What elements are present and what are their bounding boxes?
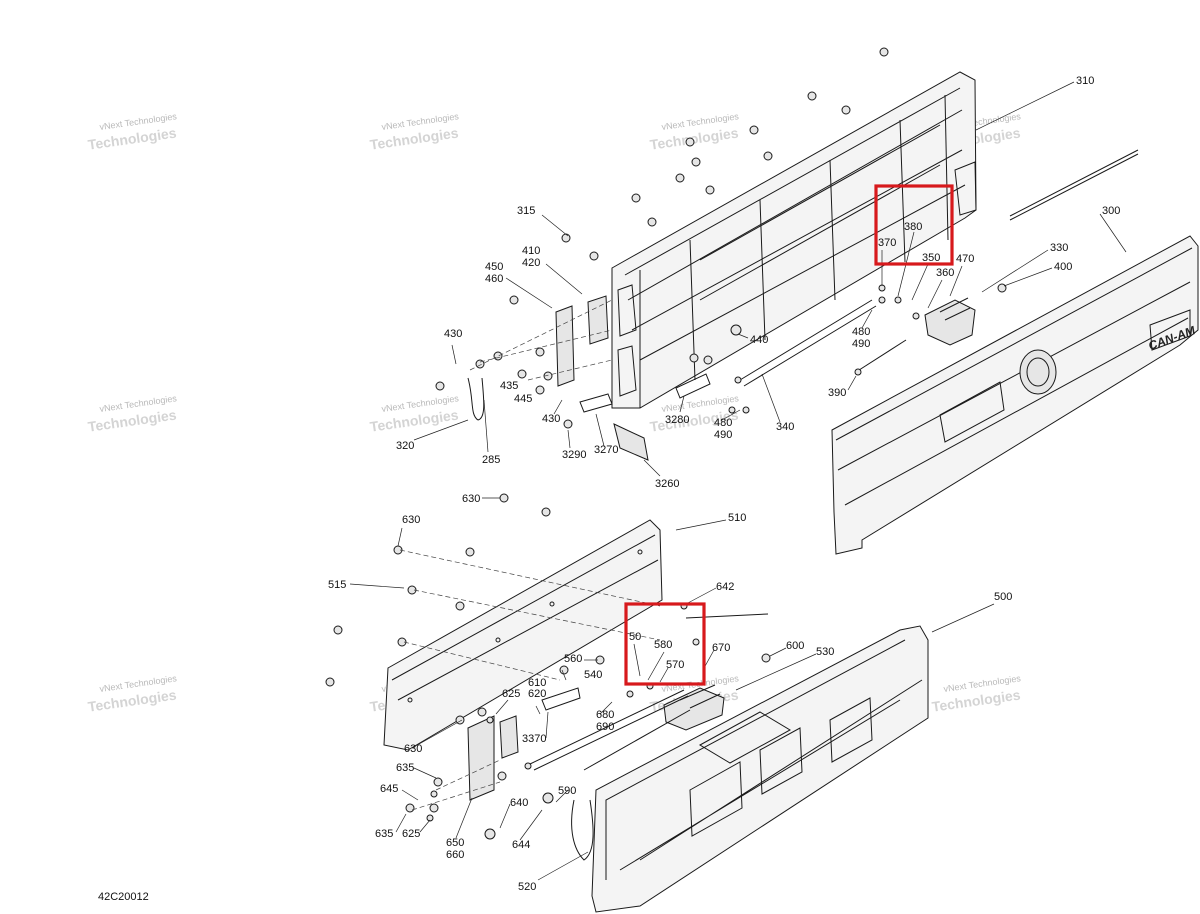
highlight-box-upper xyxy=(874,184,954,266)
callout-label: 515 xyxy=(328,579,346,591)
drawing-code: 42C20012 xyxy=(98,891,149,903)
callout-label: 370 xyxy=(878,237,896,249)
callout-label: 625 xyxy=(402,828,420,840)
callout-label: 670 xyxy=(712,642,730,654)
callout-label: 340 xyxy=(776,421,794,433)
tailgate-outer-panel: CAN-AM xyxy=(831,235,1199,555)
callout-label: 310 xyxy=(1076,75,1094,87)
callout-label: 640 xyxy=(510,797,528,809)
callout-label: 642 xyxy=(716,581,734,593)
callout-label: 3260 xyxy=(655,478,679,490)
callout-label: 540 xyxy=(584,669,602,681)
callout-label: 650 xyxy=(446,837,464,849)
callout-label: 320 xyxy=(396,440,414,452)
callout-label: 630 xyxy=(402,514,420,526)
callout-label: 580 xyxy=(654,639,672,651)
callout-label: 630 xyxy=(404,743,422,755)
callout-label: 635 xyxy=(396,762,414,774)
callout-label: 560 xyxy=(564,653,582,665)
callout-label: 510 xyxy=(728,512,746,524)
callout-label: 530 xyxy=(816,646,834,658)
callout-label: 440 xyxy=(750,334,768,346)
callout-label: 330 xyxy=(1050,242,1068,254)
callout-label: 350 xyxy=(922,252,940,264)
hardware-parts xyxy=(325,47,1139,861)
highlight-box-lower xyxy=(624,602,706,686)
callout-label: 635 xyxy=(375,828,393,840)
callout-label: 315 xyxy=(517,205,535,217)
callout-label: 3290 xyxy=(562,449,586,461)
callout-label: 390 xyxy=(828,387,846,399)
callout-label: 680 xyxy=(596,709,614,721)
callout-label: 644 xyxy=(512,839,530,851)
callout-label: 3280 xyxy=(665,414,689,426)
lower-inner-panel xyxy=(383,519,663,751)
callout-label: 380 xyxy=(904,221,922,233)
callout-label: 625 xyxy=(502,688,520,700)
callout-label: 360 xyxy=(936,267,954,279)
callout-label: 645 xyxy=(380,783,398,795)
tailgate-inner-frame xyxy=(611,71,977,409)
callout-label: 480 xyxy=(714,417,732,429)
callout-label: 430 xyxy=(444,328,462,340)
lower-tailgate-outer-panel xyxy=(591,625,929,913)
callout-label: 3270 xyxy=(594,444,618,456)
callout-label: 400 xyxy=(1054,261,1072,273)
callout-label: 620 xyxy=(528,688,546,700)
callout-label: 3370 xyxy=(522,733,546,745)
callout-labels: 310 300 315 410 420 450 460 430 435 445 … xyxy=(328,75,1120,893)
callout-label: 660 xyxy=(446,849,464,861)
callout-label: 490 xyxy=(852,338,870,350)
callout-label: 600 xyxy=(786,640,804,652)
callout-label: 590 xyxy=(558,785,576,797)
callout-label: 300 xyxy=(1102,205,1120,217)
callout-label: 50 xyxy=(629,631,641,643)
callout-label: 420 xyxy=(522,257,540,269)
callout-label: 520 xyxy=(518,881,536,893)
callout-label: 500 xyxy=(994,591,1012,603)
callout-label: 430 xyxy=(542,413,560,425)
callout-label: 630 xyxy=(462,493,480,505)
callout-label: 690 xyxy=(596,721,614,733)
callout-label: 450 xyxy=(485,261,503,273)
callout-label: 490 xyxy=(714,429,732,441)
callout-label: 470 xyxy=(956,253,974,265)
leader-lines xyxy=(349,81,1127,881)
callout-label: 460 xyxy=(485,273,503,285)
callout-label: 610 xyxy=(528,677,546,689)
highlight-boxes xyxy=(624,184,954,686)
callout-label: 480 xyxy=(852,326,870,338)
callout-label: 435 xyxy=(500,380,518,392)
callout-label: 410 xyxy=(522,245,540,257)
callout-label: 445 xyxy=(514,393,532,405)
callout-label: 285 xyxy=(482,454,500,466)
callout-label: 570 xyxy=(666,659,684,671)
